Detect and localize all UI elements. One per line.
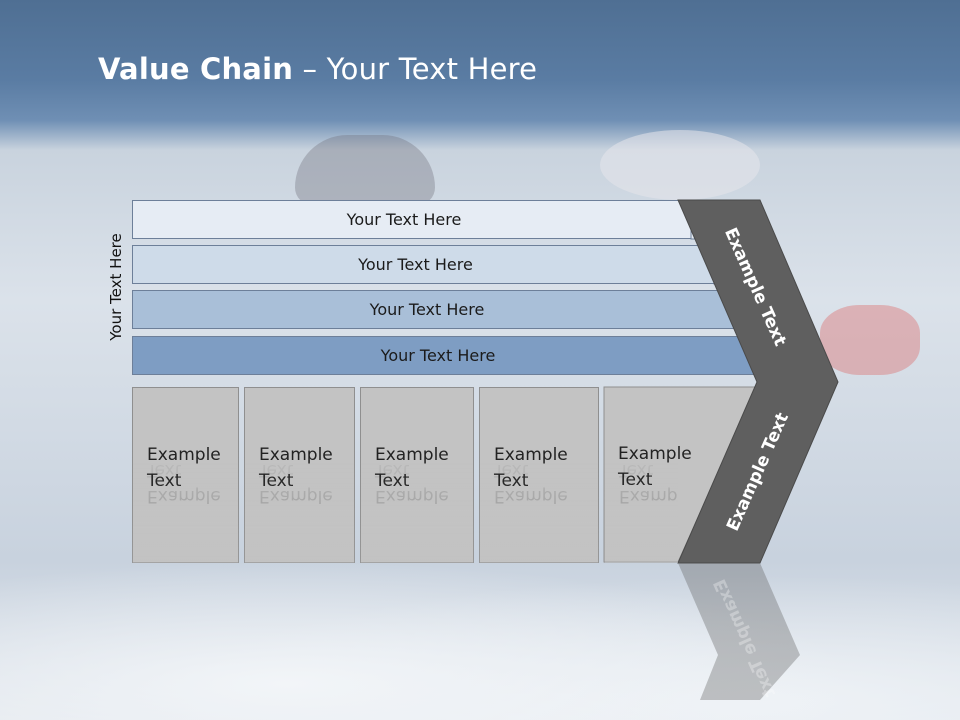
bar-3[interactable]: Your Text Here xyxy=(132,290,738,329)
box-3-reflection-line-2: Text xyxy=(375,460,410,480)
box-3-line-2: Text xyxy=(375,471,410,491)
example-box-3[interactable]: Example Text xyxy=(360,387,474,563)
box-5-reflection-line-2: Text xyxy=(619,460,654,480)
box-1-reflection-line-1: Example xyxy=(147,486,221,506)
box-5-reflection-line-1: Example xyxy=(619,486,693,506)
box-2-line-2: Text xyxy=(259,471,294,491)
title-rest: – Your Text Here xyxy=(293,52,538,86)
bar-4-label: Your Text Here xyxy=(380,346,496,365)
chevron-reflection xyxy=(678,563,800,700)
glove-blur xyxy=(820,305,920,375)
box-2-reflection: Example Text xyxy=(244,443,355,563)
bar-4[interactable]: Your Text Here xyxy=(132,336,760,375)
box-1-reflection: Example Text xyxy=(132,443,239,563)
box-4-reflection-line-2: Text xyxy=(494,460,529,480)
title-bold: Value Chain xyxy=(98,52,294,86)
example-box-5[interactable]: Example Text xyxy=(604,387,744,563)
example-box-4[interactable]: Example Text xyxy=(479,387,599,563)
box-4-reflection-line-1: Example xyxy=(494,486,568,506)
box-5-line-2: Text xyxy=(618,470,653,490)
box-3-reflection: Example Text xyxy=(360,443,474,563)
box-3-line-1: Example xyxy=(375,445,449,465)
box-1-line-1: Example xyxy=(147,445,221,465)
box-1-line-2: Text xyxy=(147,471,182,491)
box-1-reflection-line-2: Text xyxy=(147,460,182,480)
bar-2[interactable]: Your Text Here xyxy=(132,245,715,284)
box-4-line-1: Example xyxy=(494,445,568,465)
box-2-line-1: Example xyxy=(259,445,333,465)
box-5-line-1: Example xyxy=(618,444,692,464)
box-2-reflection-line-1: Example xyxy=(259,486,333,506)
chevron-shape xyxy=(677,199,839,564)
snowman-head-blur xyxy=(600,130,760,200)
bar-3-label: Your Text Here xyxy=(369,300,485,319)
box-5-reflection: Example Text xyxy=(604,443,693,563)
box-4-reflection: Example Text xyxy=(479,443,599,563)
example-box-2[interactable]: Example Text xyxy=(244,387,355,563)
box-4-line-2: Text xyxy=(494,471,529,491)
bar-1[interactable]: Your Text Here xyxy=(132,200,692,239)
bar-1-label: Your Text Here xyxy=(346,210,462,229)
example-box-1[interactable]: Example Text xyxy=(132,387,239,563)
box-3-reflection-line-1: Example xyxy=(375,486,449,506)
snow-ground xyxy=(0,540,960,720)
snowman-hat-blur xyxy=(295,135,435,205)
slide-title[interactable]: Value Chain – Your Text Here xyxy=(98,52,537,86)
bar-2-label: Your Text Here xyxy=(358,255,473,274)
box-2-reflection-line-2: Text xyxy=(259,460,294,480)
